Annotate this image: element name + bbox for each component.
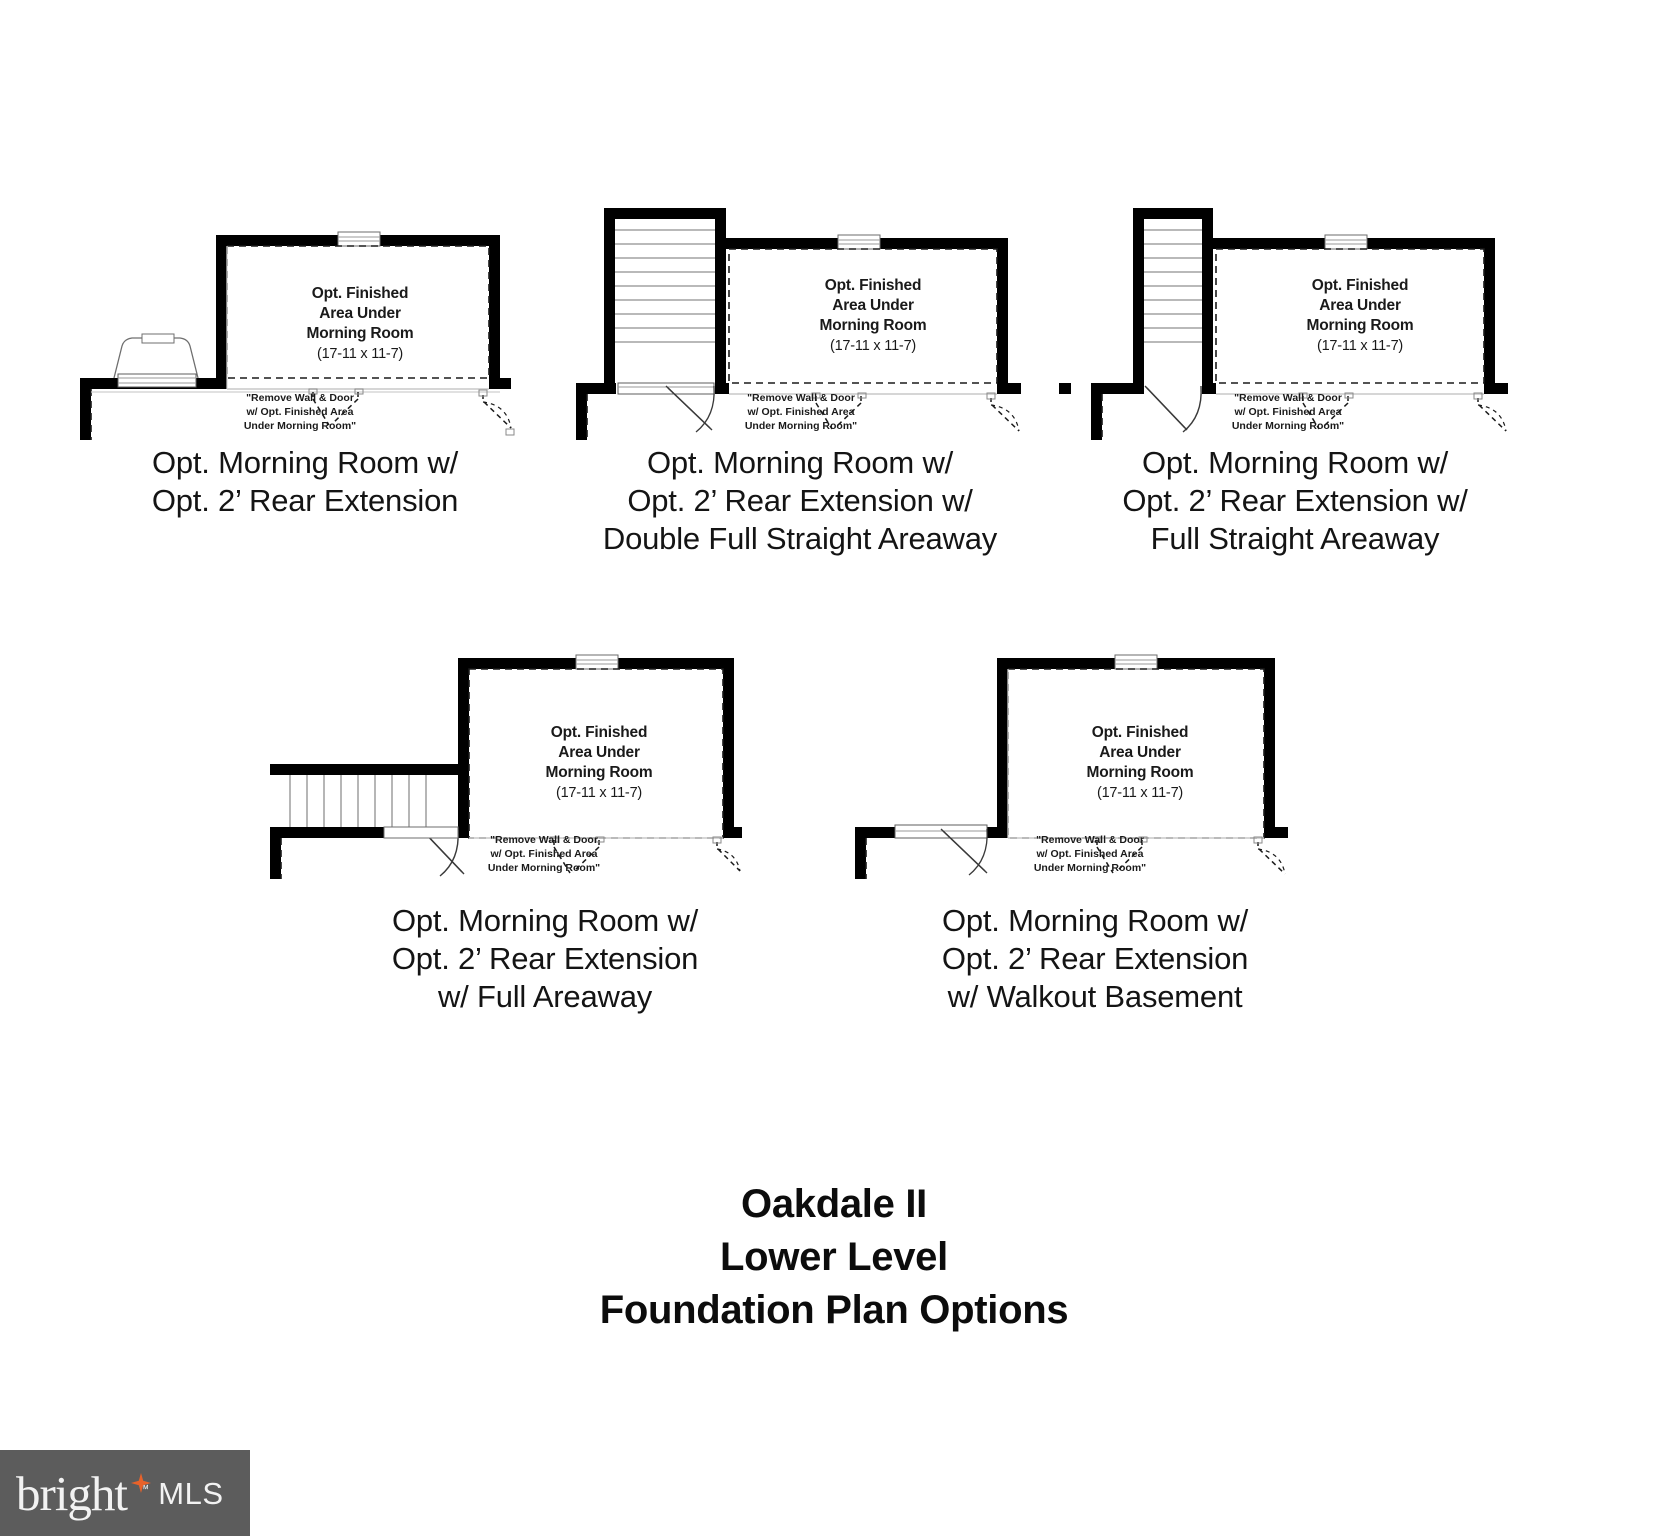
room-label: Opt. Finished Area Under Morning Room (1… <box>1015 723 1265 803</box>
room-label-line1: Opt. Finished <box>1311 277 1409 294</box>
areaway-door <box>617 382 715 433</box>
room-label-line1: Opt. Finished <box>550 724 648 741</box>
room-label-line2: Area Under <box>832 296 914 314</box>
plan-1-drawing: Opt. Finished Area Under Morning Room (1… <box>70 196 520 446</box>
door-swing-dashed <box>312 392 359 426</box>
room-label-line1: Opt. Finished <box>311 285 409 302</box>
room-label-line2: Area Under <box>1319 296 1401 314</box>
watermark-brand-label: bright <box>16 1465 128 1521</box>
room-label-line2: Area Under <box>558 743 640 761</box>
room-label-line3: Morning Room <box>545 763 653 781</box>
window-well-outline <box>113 337 199 379</box>
watermark-brand-text: bright ™ <box>16 1465 152 1521</box>
plan-5-svg <box>855 654 1288 879</box>
areaway-steps <box>289 775 427 827</box>
remove-wall-note: "Remove Wall & Door w/ Opt. Finished Are… <box>243 392 357 432</box>
remove-wall-note: "Remove Wall & Door w/ Opt. Finished Are… <box>1033 834 1147 874</box>
window-symbol <box>337 231 381 247</box>
room-label: Opt. Finished Area Under Morning Room (1… <box>748 276 998 356</box>
plan-2-caption: Opt. Morning Room w/ Opt. 2’ Rear Extens… <box>602 445 998 556</box>
plan-5-drawing: Opt. Finished Area Under Morning Room (1… <box>845 630 1315 890</box>
plan-2-drawing: Opt. Finished Area Under Morning Room (1… <box>568 196 1028 446</box>
window-symbol <box>575 654 619 670</box>
bright-mls-watermark: bright ™ MLS <box>0 1450 250 1536</box>
door-swing-arc <box>716 842 741 872</box>
room-label-line3: Morning Room <box>1306 316 1414 334</box>
title-line-subject: Foundation Plan Options <box>599 1288 1069 1333</box>
stair-treads <box>1144 229 1202 343</box>
areaway-door <box>1144 385 1202 433</box>
plan-3-svg <box>1059 208 1508 440</box>
door-swing-dashed <box>553 840 600 874</box>
plan-2-svg <box>576 208 1021 440</box>
title-block: Oakdale II Lower Level Foundation Plan O… <box>0 1178 1668 1338</box>
door-swing-arc <box>1257 842 1286 875</box>
watermark-suffix: MLS <box>158 1475 224 1511</box>
window-symbol <box>1114 654 1158 670</box>
stair-treads <box>615 229 715 343</box>
plan-4-svg <box>270 654 742 879</box>
room-label-line3: Morning Room <box>1086 763 1194 781</box>
room-label: Opt. Finished Area Under Morning Room (1… <box>474 723 724 803</box>
door-swing-arc <box>482 395 512 429</box>
door-swing-dashed <box>815 396 862 430</box>
room-label-line1: Opt. Finished <box>824 277 922 294</box>
door-swing-dashed <box>1302 396 1349 430</box>
plan-4-caption: Opt. Morning Room w/ Opt. 2’ Rear Extens… <box>391 903 699 1014</box>
room-label-line2: Area Under <box>319 304 401 322</box>
room-dimensions: (17-11 x 11-7) <box>1316 338 1404 355</box>
room-label-line3: Morning Room <box>306 324 414 342</box>
room-label: Opt. Finished Area Under Morning Room (1… <box>235 284 485 364</box>
plan-1-caption: Opt. Morning Room w/ Opt. 2’ Rear Extens… <box>151 445 459 518</box>
room-dimensions: (17-11 x 11-7) <box>1096 785 1184 802</box>
title-line-plan-name: Oakdale II <box>741 1182 927 1226</box>
plan-3-caption: Opt. Morning Room w/ Opt. 2’ Rear Extens… <box>1122 445 1468 556</box>
window-symbol <box>1324 234 1368 250</box>
remove-wall-note: "Remove Wall & Door w/ Opt. Finished Are… <box>1231 392 1345 432</box>
window-symbol <box>837 234 881 250</box>
room-dimensions: (17-11 x 11-7) <box>829 338 917 355</box>
walkout-door <box>894 824 988 876</box>
plan-5-caption: Opt. Morning Room w/ Opt. 2’ Rear Extens… <box>941 903 1249 1014</box>
remove-wall-note: "Remove Wall & Door w/ Opt. Finished Are… <box>744 392 858 432</box>
room-label-line2: Area Under <box>1099 743 1181 761</box>
watermark-trademark: ™ <box>138 1483 150 1496</box>
room-dimensions: (17-11 x 11-7) <box>555 785 643 802</box>
plan-1-svg <box>80 231 515 440</box>
room-label-line1: Opt. Finished <box>1091 724 1189 741</box>
plan-4-drawing: Opt. Finished Area Under Morning Room (1… <box>262 630 742 890</box>
title-line-level: Lower Level <box>720 1235 948 1280</box>
door-swing-arc <box>1477 398 1507 432</box>
room-label: Opt. Finished Area Under Morning Room (1… <box>1235 276 1485 356</box>
door-swing-dashed <box>1096 840 1143 874</box>
plan-3-drawing: Opt. Finished Area Under Morning Room (1… <box>1055 196 1515 446</box>
window-symbol <box>117 373 197 388</box>
remove-wall-note: "Remove Wall & Door w/ Opt. Finished Are… <box>487 834 601 874</box>
room-dimensions: (17-11 x 11-7) <box>316 346 404 363</box>
room-label-line3: Morning Room <box>819 316 927 334</box>
door-swing-arc <box>990 398 1020 432</box>
